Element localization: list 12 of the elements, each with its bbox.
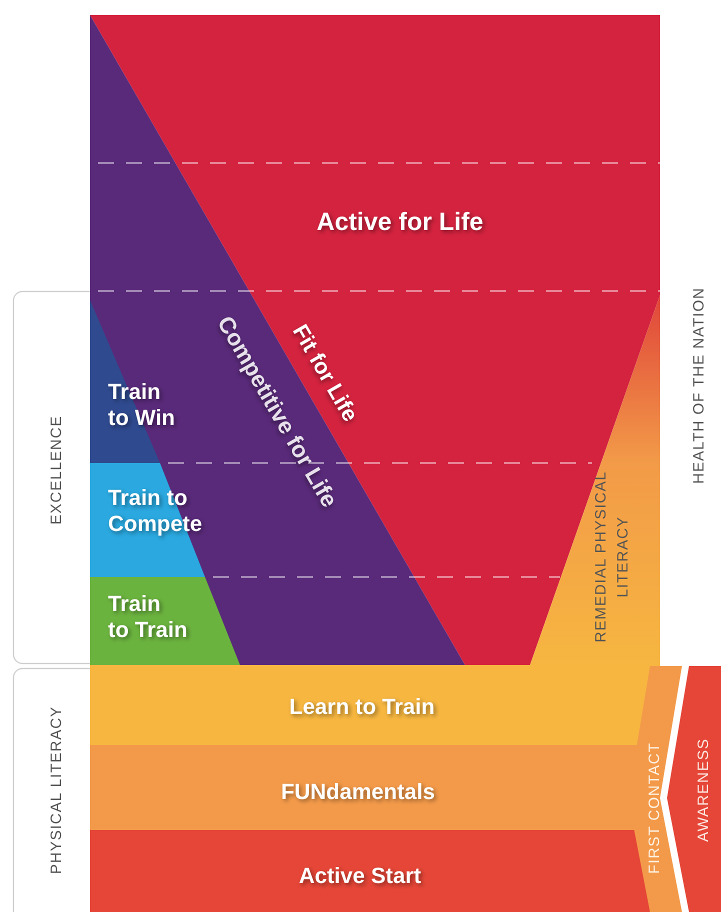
side-label: HEALTH OF THE NATION [690,286,708,486]
stage-label: Active Start [298,863,422,890]
section-label: AWARENESS [695,737,713,844]
stage-label: Active for Life [316,207,484,237]
stage-label: FUNdamentals [280,779,436,806]
section-label: FIRST CONTACT [646,741,664,876]
stage-label: Learn to Train [288,694,436,720]
stage-label: Train to Train [108,591,188,644]
stage-label: Train to Win [108,379,176,432]
section-label: EXCELLENCE [48,414,66,527]
section-label: PHYSICAL LITERACY [48,704,66,876]
section-label: REMEDIAL PHYSICAL LITERACY [591,470,632,644]
